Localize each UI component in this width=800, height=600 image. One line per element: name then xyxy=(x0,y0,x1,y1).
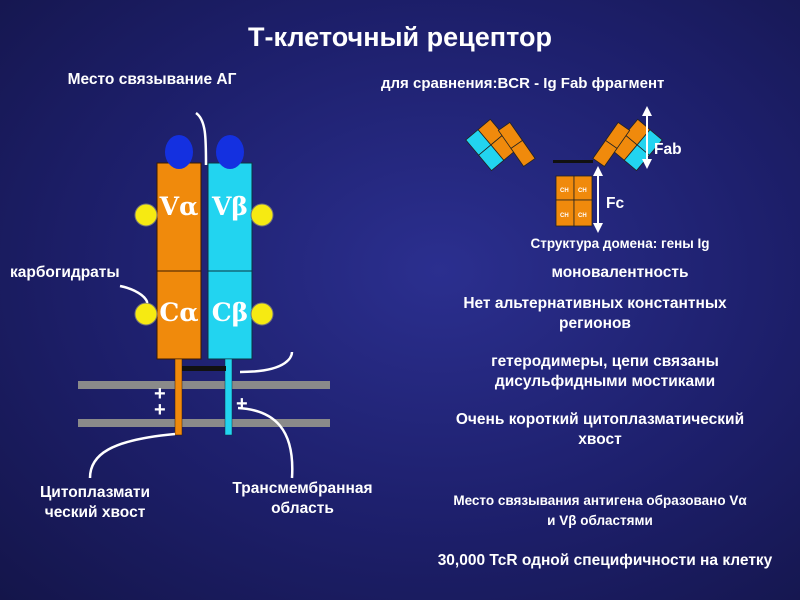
transmembrane-label: Трансмембранная область xyxy=(232,480,373,517)
monovalent-label: моновалентность xyxy=(551,264,689,281)
leader-transmembrane xyxy=(237,406,294,479)
disulfide-bridge xyxy=(182,366,226,371)
beta-transmembrane-tail xyxy=(224,358,233,436)
carbohydrate-1 xyxy=(134,203,158,227)
no-alt-constant-label: Нет альтернативных константных регионов xyxy=(463,295,727,332)
leader-cytoplasmic xyxy=(88,432,176,479)
fab-label: Fab xyxy=(654,141,682,158)
short-tail-label: Очень короткий цитоплазматический хвост xyxy=(455,411,745,448)
ig-fab-diagram: CH CH CH CH xyxy=(465,118,663,227)
carbohydrate-4 xyxy=(250,302,274,326)
leader-transmembrane-top xyxy=(239,351,294,374)
svg-text:CH: CH xyxy=(560,188,569,194)
c-beta-label: Cβ xyxy=(211,298,249,327)
svg-text:CH: CH xyxy=(578,188,587,194)
svg-text:CH: CH xyxy=(560,213,569,219)
membrane-outer-line xyxy=(78,381,330,389)
plus-sign-3: + xyxy=(236,393,248,415)
v-beta-label: Vβ xyxy=(212,192,248,221)
membrane-inner-line xyxy=(78,419,330,427)
page-title: Т-клеточный рецептор xyxy=(248,22,552,52)
v-alpha-label: Vα xyxy=(159,192,199,221)
carbohydrates-label: карбогидраты xyxy=(10,264,120,281)
binding-site-label: Место связывание АГ xyxy=(67,71,237,88)
fc-label: Fc xyxy=(606,195,625,212)
leader-binding-site xyxy=(195,111,208,166)
comparison-label: для сравнения:BCR - Ig Fab фрагмент xyxy=(381,75,665,92)
domain-structure-label: Структура домена: гены Ig xyxy=(530,236,710,251)
svg-text:CH: CH xyxy=(578,213,587,219)
v-alpha-domain xyxy=(156,162,202,272)
cytoplasmic-tail-label: Цитоплазмати ческий хвост xyxy=(39,484,151,521)
alpha-transmembrane-tail xyxy=(174,358,183,436)
carbohydrate-2 xyxy=(250,203,274,227)
antigen-site-label: Место связывания антигена образовано Vα … xyxy=(453,493,747,528)
plus-sign-1: + xyxy=(154,383,166,405)
c-alpha-label: Cα xyxy=(159,298,199,327)
carbohydrate-3 xyxy=(134,302,158,326)
antigen-site-beta xyxy=(216,135,244,169)
plus-sign-2: + xyxy=(154,399,166,421)
heterodimers-label: гетеродимеры, цепи связаны дисульфидными… xyxy=(491,353,719,390)
count-label: 30,000 TcR одной специфичности на клетку xyxy=(437,552,773,569)
antigen-site-alpha xyxy=(165,135,193,169)
leader-carbohydrates xyxy=(119,284,149,304)
